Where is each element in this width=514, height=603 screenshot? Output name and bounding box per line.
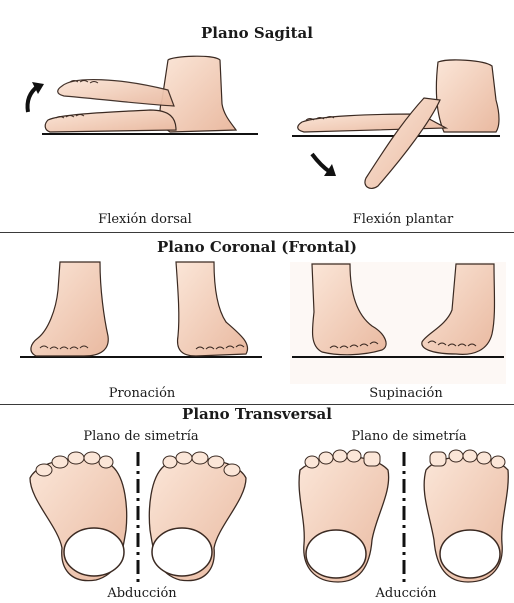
adduction-feet — [299, 450, 508, 582]
leg-section — [306, 530, 366, 578]
pronation-feet — [20, 262, 262, 357]
leg-section — [152, 528, 212, 576]
curved-arrow-icon — [312, 154, 330, 172]
abduction-feet — [30, 452, 246, 582]
leg-section — [64, 528, 124, 576]
leg-section — [440, 530, 500, 578]
plantar-flexion-foot — [292, 60, 500, 189]
supination-feet — [290, 262, 506, 384]
dorsal-flexion-foot — [27, 56, 258, 134]
